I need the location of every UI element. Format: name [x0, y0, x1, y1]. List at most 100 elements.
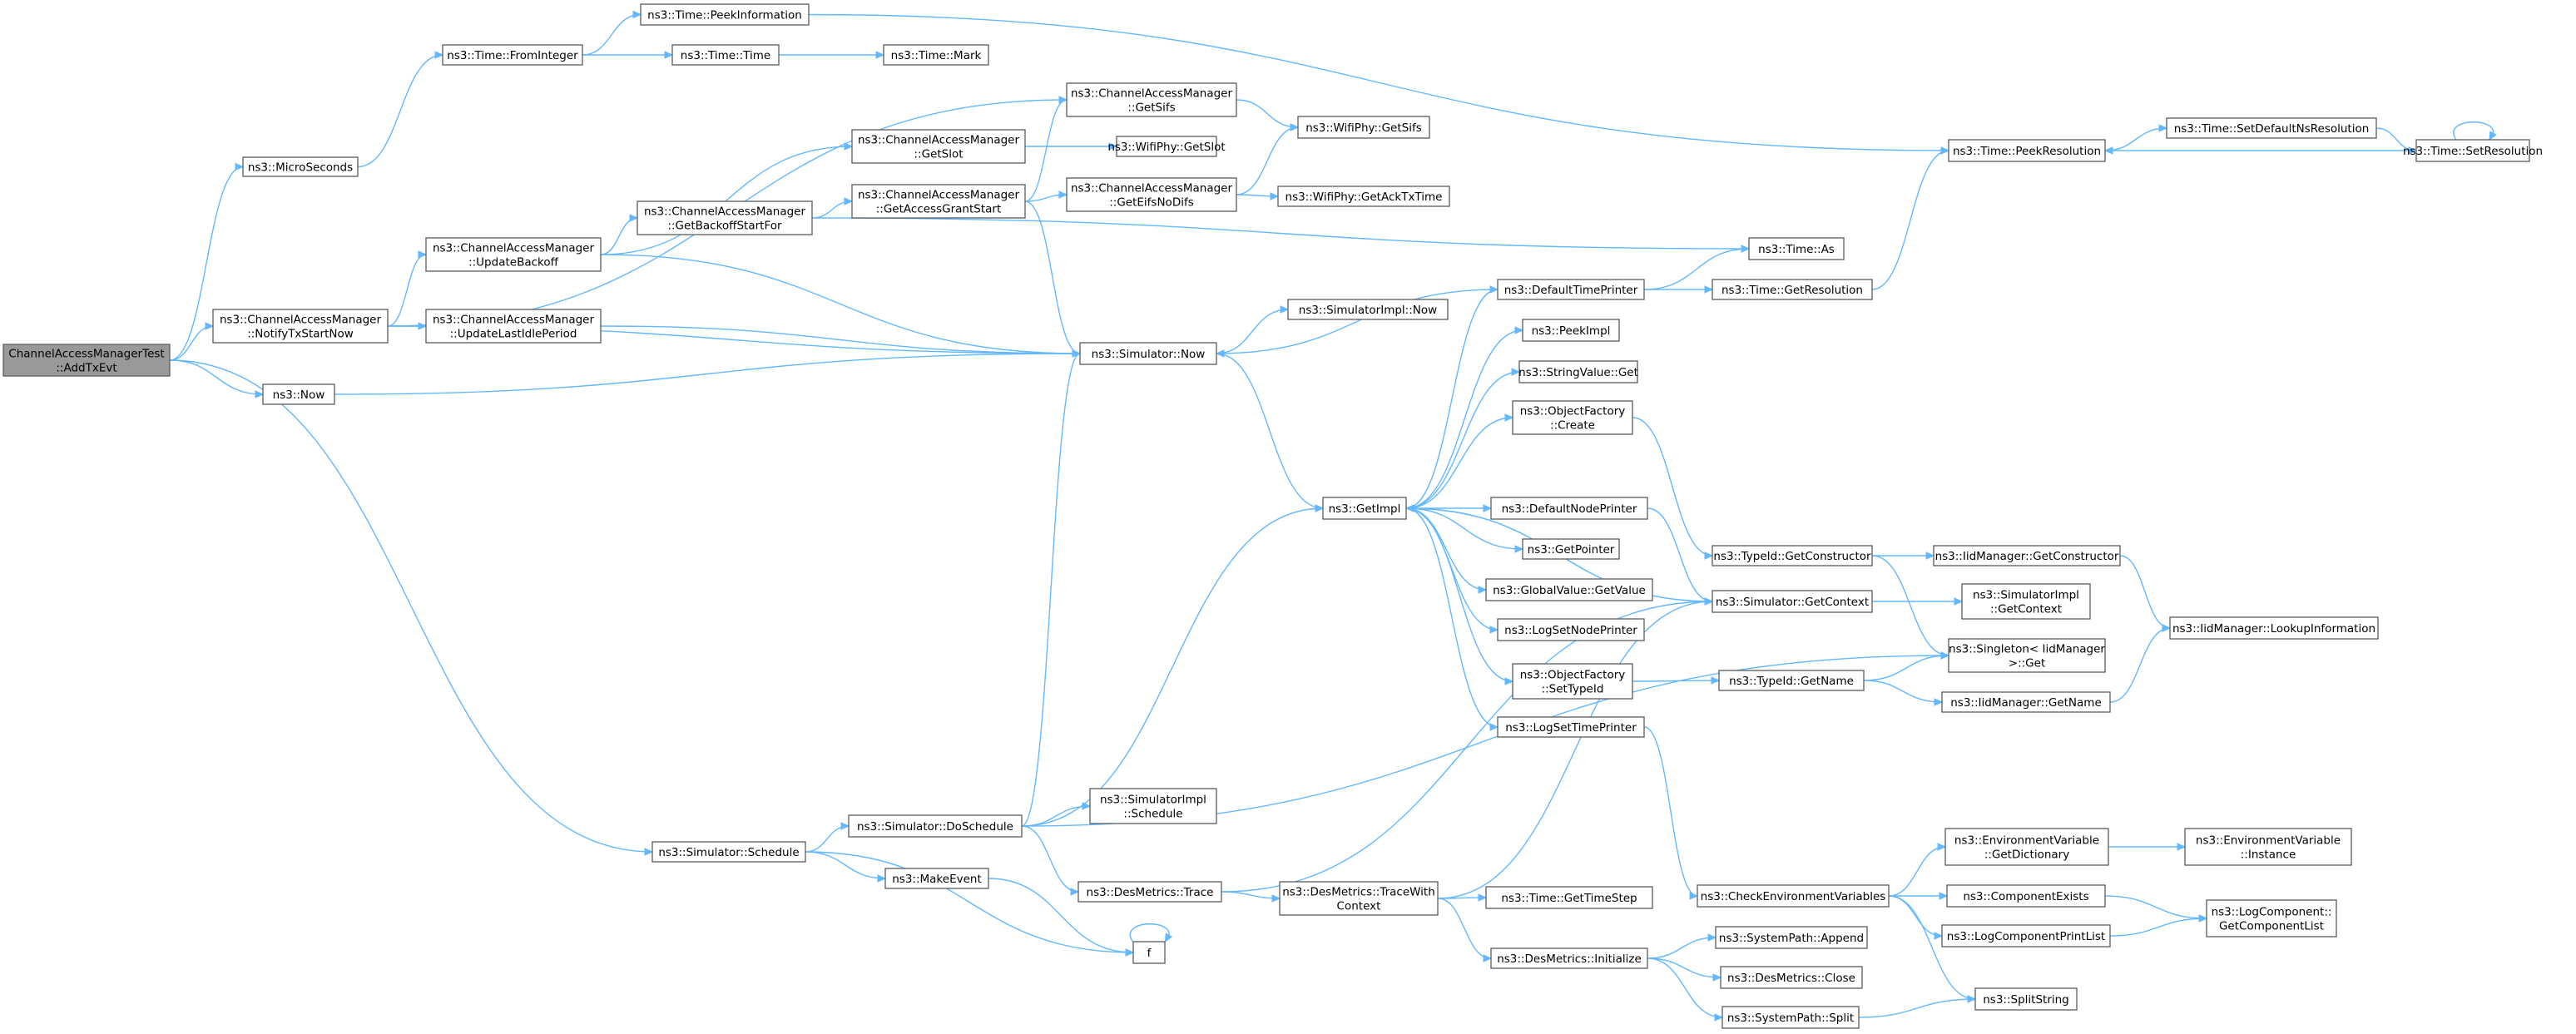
node-check-env-vars[interactable]: ns3::CheckEnvironmentVariables — [1697, 884, 1890, 908]
node-env-get-dictionary[interactable]: ns3::EnvironmentVariable::GetDictionary — [1944, 828, 2109, 866]
node-label: ::GetBackoffStartFor — [667, 220, 782, 233]
node-label: ns3::CheckEnvironmentVariables — [1701, 890, 1886, 903]
node-type-id-get-constructor[interactable]: ns3::TypeId::GetConstructor — [1712, 545, 1873, 566]
node-string-value-get[interactable]: ns3::StringValue::Get — [1518, 360, 1638, 383]
node-component-exists[interactable]: ns3::ComponentExists — [1946, 884, 2106, 908]
node-type-id-get-name[interactable]: ns3::TypeId::GetName — [1718, 670, 1865, 691]
node-label: ns3::MicroSeconds — [248, 161, 353, 175]
node-get-access-grant-start[interactable]: ns3::ChannelAccessManager::GetAccessGran… — [851, 184, 1026, 219]
node-box — [425, 237, 602, 272]
node-wifi-get-ack-tx-time[interactable]: ns3::WifiPhy::GetAckTxTime — [1277, 186, 1450, 207]
node-label: ns3::MakeEvent — [892, 873, 982, 886]
node-label: ::Instance — [2241, 848, 2296, 862]
edge-arrowhead — [1483, 504, 1493, 512]
node-peek-resolution[interactable]: ns3::Time::PeekResolution — [1948, 139, 2106, 162]
edge-line — [1405, 507, 1499, 631]
node-get-component-list[interactable]: ns3::LogComponent::GetComponentList — [2206, 899, 2337, 938]
node-log-set-time-printer[interactable]: ns3::LogSetTimePrinter — [1497, 716, 1645, 738]
node-box — [262, 383, 335, 405]
node-from-integer[interactable]: ns3::Time::FromInteger — [442, 44, 583, 66]
node-notify-tx-start-now[interactable]: ns3::ChannelAccessManager::NotifyTxStart… — [212, 309, 389, 344]
node-get-time-step[interactable]: ns3::Time::GetTimeStep — [1485, 886, 1653, 909]
node-microseconds[interactable]: ns3::MicroSeconds — [242, 156, 359, 177]
node-box — [2, 344, 171, 377]
node-get-backoff-start-for[interactable]: ns3::ChannelAccessManager::GetBackoffSta… — [637, 200, 813, 235]
node-simulator-get-context[interactable]: ns3::Simulator::GetContext — [1712, 590, 1873, 613]
node-log-component-print-list[interactable]: ns3::LogComponentPrintList — [1941, 924, 2111, 947]
node-env-instance[interactable]: ns3::EnvironmentVariable::Instance — [2184, 828, 2352, 866]
node-box — [1961, 583, 2091, 620]
node-box — [671, 44, 780, 66]
edge-arrowhead — [1070, 888, 1080, 896]
node-get-eifs-no-difs[interactable]: ns3::ChannelAccessManager::GetEifsNoDifs — [1066, 177, 1237, 212]
node-peek-information[interactable]: ns3::Time::PeekInformation — [640, 3, 810, 26]
node-lookup-information[interactable]: ns3::IidManager::LookupInformation — [2169, 616, 2379, 640]
node-object-factory-create[interactable]: ns3::ObjectFactory::Create — [1512, 400, 1633, 435]
node-now[interactable]: ns3::Now — [262, 383, 335, 405]
node-box — [442, 44, 583, 66]
edge-get-impl-to-peek-impl — [1405, 326, 1524, 509]
node-set-resolution[interactable]: ns3::Time::SetResolution — [2403, 139, 2543, 162]
node-set-default-ns-resolution[interactable]: ns3::Time::SetDefaultNsResolution — [2166, 117, 2377, 139]
node-label: ns3::SimulatorImpl::Now — [1299, 304, 1437, 317]
node-iid-get-constructor[interactable]: ns3::IidManager::GetConstructor — [1933, 545, 2121, 566]
edge-get-access-grant-start-to-cam-get-sifs — [1024, 96, 1068, 202]
edge-line — [811, 217, 1750, 250]
node-simulator-impl-schedule[interactable]: ns3::SimulatorImpl::Schedule — [1089, 788, 1217, 824]
node-default-node-printer[interactable]: ns3::DefaultNodePrinter — [1490, 497, 1648, 520]
node-des-metrics-initialize[interactable]: ns3::DesMetrics::Initialize — [1490, 947, 1648, 969]
edge-line — [1437, 601, 1713, 899]
node-label: ns3::DesMetrics::Initialize — [1497, 952, 1642, 966]
node-object-factory-set-type-id[interactable]: ns3::ObjectFactory::SetTypeId — [1512, 663, 1633, 700]
edge-notify-tx-start-now-to-update-backoff — [387, 250, 428, 327]
node-des-metrics-close[interactable]: ns3::DesMetrics::Close — [1720, 966, 1863, 989]
node-label: ns3::LogComponentPrintList — [1947, 930, 2105, 943]
node-time-mark[interactable]: ns3::Time::Mark — [883, 44, 989, 66]
node-get-pointer[interactable]: ns3::GetPointer — [1522, 538, 1620, 560]
node-make-event[interactable]: ns3::MakeEvent — [884, 868, 989, 889]
node-global-value-get-value[interactable]: ns3::GlobalValue::GetValue — [1485, 578, 1653, 601]
edge-simulator-schedule-to-do-schedule — [805, 822, 850, 853]
node-time-time[interactable]: ns3::Time::Time — [671, 44, 780, 66]
edge-arrowhead — [1270, 192, 1280, 200]
node-box — [1287, 299, 1449, 320]
edge-cam-get-sifs-to-wifi-get-sifs — [1236, 99, 1300, 131]
node-system-path-append[interactable]: ns3::SystemPath::Append — [1715, 926, 1868, 949]
node-label: ns3::ChannelAccessManager — [1071, 182, 1233, 195]
node-simulator-schedule[interactable]: ns3::Simulator::Schedule — [651, 841, 806, 863]
node-time-as[interactable]: ns3::Time::As — [1748, 237, 1845, 260]
edge-arrowhead — [1483, 954, 1493, 962]
node-wifi-get-slot[interactable]: ns3::WifiPhy::GetSlot — [1107, 136, 1226, 157]
node-update-last-idle-period[interactable]: ns3::ChannelAccessManager::UpdateLastIdl… — [425, 309, 602, 344]
node-simulator-impl-now[interactable]: ns3::SimulatorImpl::Now — [1287, 299, 1449, 320]
node-root[interactable]: ChannelAccessManagerTest::AddTxEvt — [2, 344, 171, 377]
node-iid-get-name[interactable]: ns3::IidManager::GetName — [1941, 691, 2111, 713]
node-label: ::AddTxEvt — [56, 362, 116, 375]
node-update-backoff[interactable]: ns3::ChannelAccessManager::UpdateBackoff — [425, 237, 602, 272]
node-cam-get-slot[interactable]: ns3::ChannelAccessManager::GetSlot — [851, 129, 1026, 164]
node-get-impl[interactable]: ns3::GetImpl — [1322, 497, 1407, 520]
node-do-schedule[interactable]: ns3::Simulator::DoSchedule — [848, 814, 1023, 838]
node-time-get-resolution[interactable]: ns3::Time::GetResolution — [1712, 279, 1873, 300]
node-cam-get-sifs[interactable]: ns3::ChannelAccessManager::GetSifs — [1066, 82, 1237, 117]
edge-arrowhead — [2177, 843, 2187, 851]
node-f[interactable]: f — [1132, 941, 1166, 964]
node-simulator-now[interactable]: ns3::Simulator::Now — [1079, 342, 1217, 365]
edge-line — [169, 166, 244, 361]
node-peek-impl[interactable]: ns3::PeekImpl — [1522, 319, 1620, 342]
node-des-metrics-trace[interactable]: ns3::DesMetrics::Trace — [1077, 881, 1222, 903]
node-box — [1512, 663, 1633, 700]
node-box — [1948, 139, 2106, 162]
edge-line — [387, 254, 427, 327]
node-log-set-node-printer[interactable]: ns3::LogSetNodePrinter — [1497, 618, 1645, 641]
node-label: ns3::DesMetrics::Trace — [1087, 886, 1214, 899]
node-simulator-impl-get-context[interactable]: ns3::SimulatorImpl::GetContext — [1961, 583, 2091, 620]
node-system-path-split[interactable]: ns3::SystemPath::Split — [1721, 1006, 1860, 1029]
node-split-string[interactable]: ns3::SplitString — [1974, 987, 2078, 1011]
edge-update-backoff-to-cam-get-slot — [600, 142, 854, 255]
node-default-time-printer[interactable]: ns3::DefaultTimePrinter — [1497, 279, 1645, 300]
node-label: ns3::LogSetNodePrinter — [1504, 624, 1637, 637]
node-wifi-get-sifs[interactable]: ns3::WifiPhy::GetSifs — [1297, 116, 1430, 139]
node-singleton-get[interactable]: ns3::Singleton< IidManager >::Get — [1948, 638, 2106, 673]
